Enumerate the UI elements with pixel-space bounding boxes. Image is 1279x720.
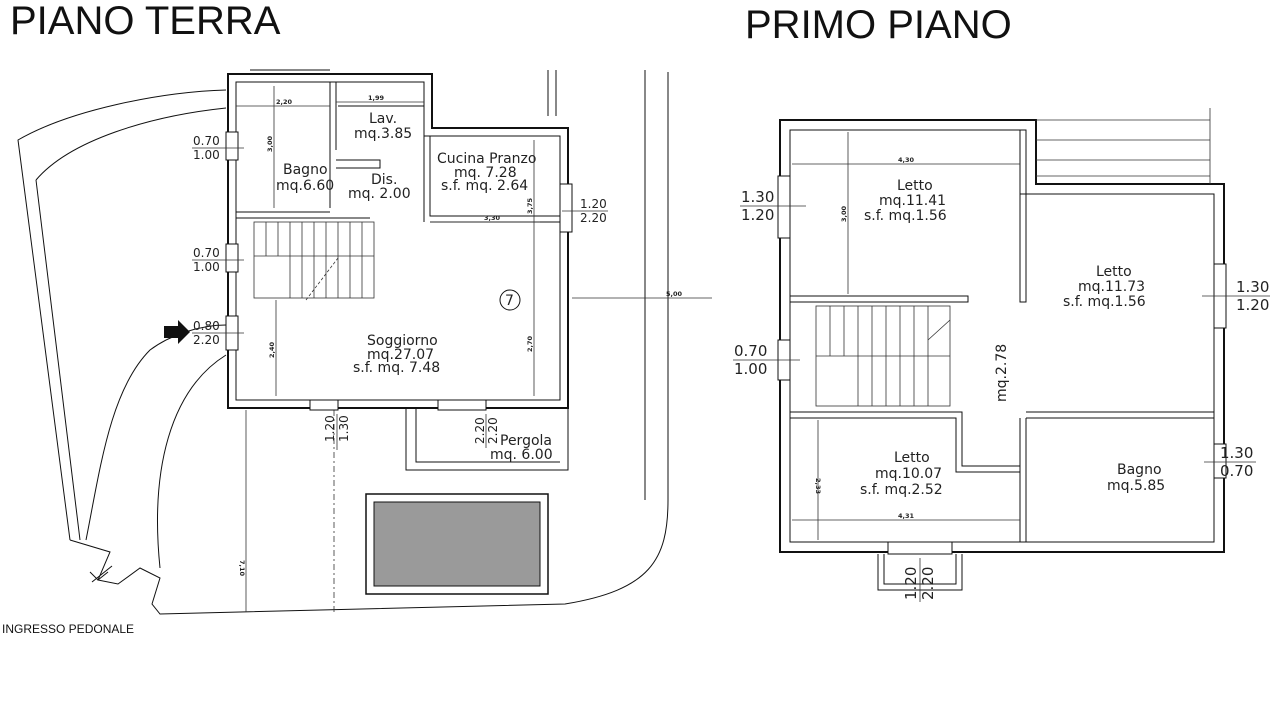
letto2-name: Letto <box>1096 264 1132 280</box>
bedroom1-right-wall <box>1019 130 1027 303</box>
pergola-area: mq. 6.00 <box>490 447 553 463</box>
gate-symbol-icon <box>89 565 113 583</box>
gw5-bottom: 1.30 <box>337 415 351 442</box>
first-bagno-name: Bagno <box>1117 462 1162 478</box>
fw2-bottom: 1.20 <box>1236 296 1269 314</box>
gw6-top: 2.20 <box>473 417 487 444</box>
dim-270: 2,70 <box>526 335 534 352</box>
soggiorno-name: Soggiorno <box>367 333 438 349</box>
gw3-top: 0.80 <box>193 319 220 333</box>
dim-500: 5,00 <box>666 290 683 298</box>
first-terrace <box>1036 108 1211 184</box>
gw1-bottom: 1.00 <box>193 148 220 162</box>
fw4-bottom: 0.70 <box>1220 462 1253 480</box>
entrance-label: INGRESSO PEDONALE <box>2 622 134 636</box>
cucina-name: Cucina Pranzo <box>437 151 536 167</box>
first-floor-title: PRIMO PIANO <box>745 3 1012 47</box>
cucina-area: mq. 7.28 <box>454 165 517 181</box>
bagno-name: Bagno <box>283 162 328 178</box>
bagno-top-wall <box>1026 411 1214 419</box>
garden-path <box>85 324 227 569</box>
ground-exterior-wall <box>227 73 569 409</box>
fw3-top: 0.70 <box>734 342 767 360</box>
stair-wall <box>236 211 370 219</box>
fw3-bottom: 1.00 <box>734 360 767 378</box>
garden-boundary <box>17 89 227 541</box>
ground-floor-title: PIANO TERRA <box>10 0 281 43</box>
dim-240: 2,40 <box>268 341 276 358</box>
bedroom1-bottom-wall <box>790 295 969 303</box>
gw6-bottom: 2.20 <box>486 417 500 444</box>
letto1-sf: s.f. mq.1.56 <box>864 208 947 224</box>
letto2-area: mq.11.73 <box>1078 279 1145 295</box>
gw5-top: 1.20 <box>323 415 337 442</box>
dis-name: Dis. <box>371 172 397 188</box>
first-bagno-area: mq.5.85 <box>1107 478 1165 494</box>
bagno-wall <box>329 82 381 208</box>
first-inner-wall <box>789 129 1215 543</box>
soggiorno-sf: s.f. mq. 7.48 <box>353 360 440 376</box>
entrance-arrow-icon <box>164 320 190 344</box>
unit-number-circle <box>499 289 521 311</box>
ground-floor-plan: 7,10 <box>2 69 712 636</box>
dim-199: 1,99 <box>368 94 385 102</box>
gw3-bottom: 2.20 <box>193 333 220 347</box>
bagno-left-wall <box>1019 418 1027 542</box>
fw1-bottom: 1.20 <box>741 206 774 224</box>
ground-wall-openings <box>225 131 573 411</box>
garden-boundary-lower <box>69 72 669 615</box>
fw2-top: 1.30 <box>1236 278 1269 296</box>
letto3-name: Letto <box>894 450 930 466</box>
first-floor-plan: 4,30 3,00 2,33 4,31 Letto mq.11.41 s.f. … <box>733 108 1270 602</box>
dim-330: 3,30 <box>484 214 501 222</box>
pergola-name: Pergola <box>500 433 552 449</box>
gw1-top: 0.70 <box>193 134 220 148</box>
gw4-top: 1.20 <box>580 197 607 211</box>
ground-stairs <box>253 221 375 301</box>
bagno-area: mq.6.60 <box>276 178 334 194</box>
dim-first-300: 3,00 <box>840 205 848 222</box>
dim-375: 3,75 <box>526 197 534 214</box>
letto1-name: Letto <box>897 178 933 194</box>
fw5-bottom: 2.20 <box>919 567 937 600</box>
lav-name: Lav. <box>369 111 397 127</box>
dim-300: 3,00 <box>266 135 274 152</box>
ground-inner-wall <box>235 81 561 401</box>
corridor-area: mq.2.78 <box>994 344 1010 402</box>
pergola-outline <box>405 408 569 471</box>
unit-number: 7 <box>505 293 514 309</box>
fw4-top: 1.30 <box>1220 444 1253 462</box>
dim-710: 7,10 <box>238 560 246 577</box>
dim-233: 2,33 <box>814 478 822 494</box>
fw1-top: 1.30 <box>741 188 774 206</box>
letto2-sf: s.f. mq.1.56 <box>1063 294 1146 310</box>
soggiorno-area: mq.27.07 <box>367 347 434 363</box>
letto3-area: mq.10.07 <box>875 466 942 482</box>
bedroom3-top-wall <box>790 411 1020 473</box>
dim-220: 2,20 <box>276 98 293 106</box>
lav-area: mq.3.85 <box>354 126 412 142</box>
letto3-sf: s.f. mq.2.52 <box>860 482 943 498</box>
pool-water <box>373 501 541 587</box>
gw2-bottom: 1.00 <box>193 260 220 274</box>
gw4-bottom: 2.20 <box>580 211 607 225</box>
first-dimension-lines <box>792 132 1020 540</box>
dis-area: mq. 2.00 <box>348 186 411 202</box>
dim-430: 4,30 <box>898 156 915 164</box>
ground-dimension-lines <box>236 86 712 396</box>
pool-outer <box>365 493 549 595</box>
dim-431: 4,31 <box>898 512 915 520</box>
letto1-area: mq.11.41 <box>879 193 946 209</box>
gw2-top: 0.70 <box>193 246 220 260</box>
cucina-sf: s.f. mq. 2.64 <box>441 178 528 194</box>
first-stairs <box>815 305 951 407</box>
fw5-top: 1.20 <box>902 567 920 600</box>
